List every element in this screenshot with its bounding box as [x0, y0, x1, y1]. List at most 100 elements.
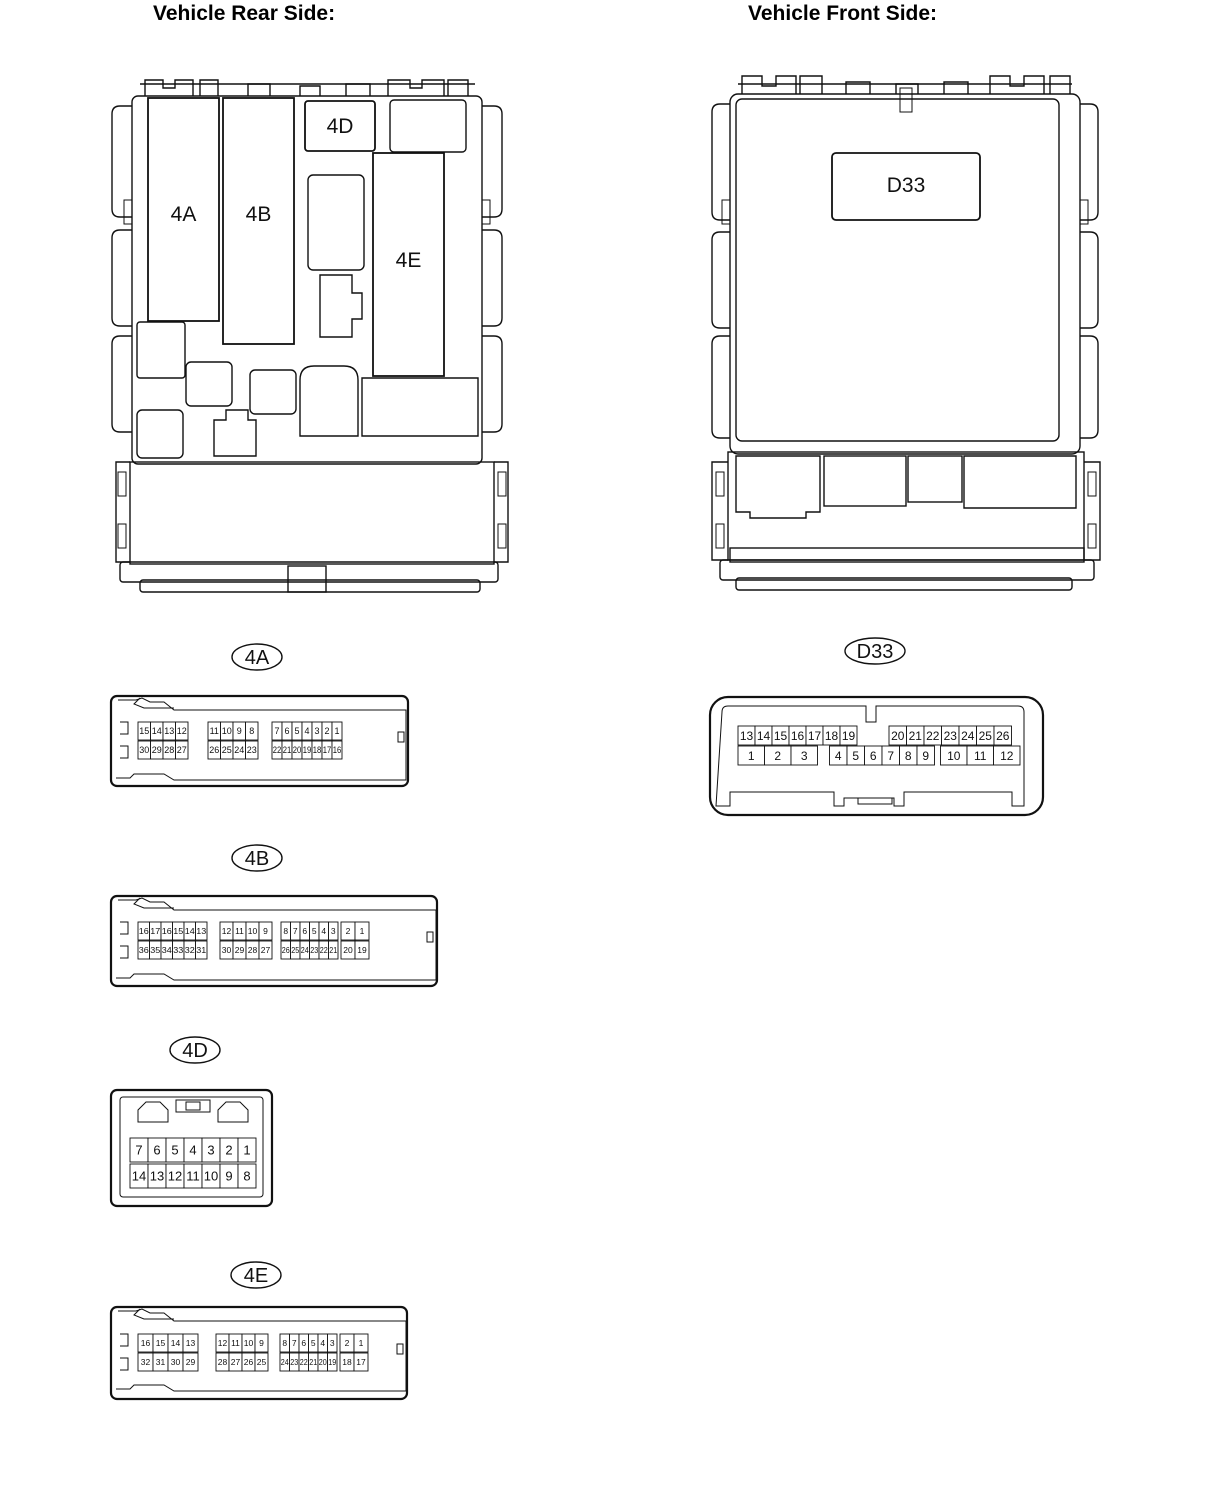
pin-number: 7	[293, 926, 298, 936]
pin-number: 24	[961, 729, 975, 743]
pin-cell	[331, 721, 343, 741]
pin-number: 25	[257, 1357, 267, 1367]
pin-cell	[354, 940, 370, 960]
pin-number: 17	[150, 926, 160, 936]
pin-number: 30	[222, 945, 232, 955]
rear-side-heading: Vehicle Rear Side:	[153, 2, 336, 25]
pin-number: 2	[324, 726, 329, 736]
pin-number: 17	[356, 1357, 366, 1367]
module-4D-label: 4D	[327, 115, 354, 138]
pin-number: 27	[231, 1357, 241, 1367]
pin-cell	[328, 921, 339, 941]
pin-number: 22	[300, 1357, 308, 1367]
pin-number: 25	[291, 945, 299, 955]
pin-number: 26	[282, 945, 290, 955]
pin-number: 16	[141, 1338, 151, 1348]
pin-number: 20	[319, 1357, 327, 1367]
pin-number: 12	[1000, 749, 1014, 763]
pin-number: 26	[209, 745, 219, 755]
pin-number: 18	[825, 729, 839, 743]
pin-number: 17	[808, 729, 822, 743]
pin-number: 10	[222, 726, 232, 736]
pin-number: 8	[283, 926, 288, 936]
pin-cell	[354, 921, 370, 941]
pin-number: 13	[150, 1169, 164, 1184]
pin-number: 5	[171, 1143, 178, 1158]
pin-number: 28	[248, 945, 258, 955]
pin-number: 21	[329, 945, 337, 955]
pin-number: 21	[309, 1357, 317, 1367]
pin-number: 30	[171, 1357, 181, 1367]
pin-number: 21	[283, 745, 292, 755]
pin-number: 9	[237, 726, 242, 736]
module-4B-label: 4B	[246, 203, 272, 226]
pin-cell	[993, 725, 1012, 746]
pin-cell	[182, 1352, 199, 1372]
pin-number: 23	[247, 745, 257, 755]
pin-number: 8	[249, 726, 254, 736]
pin-number: 6	[153, 1143, 160, 1158]
pin-cell	[175, 721, 189, 741]
pin-number: 25	[979, 729, 993, 743]
pin-number: 16	[791, 729, 805, 743]
pin-number: 24	[281, 1357, 289, 1367]
pin-number: 16	[139, 926, 149, 936]
pin-number: 12	[222, 926, 232, 936]
pin-cell	[790, 745, 818, 766]
pin-number: 19	[357, 945, 367, 955]
pin-cell	[237, 1137, 257, 1163]
module-4E-label: 4E	[396, 249, 422, 272]
pin-number: 22	[273, 745, 282, 755]
pin-number: 19	[303, 745, 312, 755]
pin-number: 36	[139, 945, 149, 955]
pin-number: 26	[996, 729, 1010, 743]
pin-number: 9	[225, 1169, 232, 1184]
pin-number: 1	[243, 1143, 250, 1158]
pin-cell	[328, 940, 339, 960]
pin-number: 33	[173, 945, 183, 955]
pin-number: 9	[922, 749, 929, 763]
pin-number: 11	[235, 926, 244, 936]
pin-cell	[353, 1333, 369, 1353]
pin-number: 2	[346, 926, 351, 936]
pin-number: 13	[196, 926, 206, 936]
pin-cell	[254, 1333, 269, 1353]
pin-number: 14	[171, 1338, 181, 1348]
module-4A-label: 4A	[171, 203, 197, 226]
pin-number: 10	[947, 749, 961, 763]
pin-number: 1	[359, 1338, 364, 1348]
pin-number: 10	[244, 1338, 254, 1348]
pin-number: 11	[231, 1338, 240, 1348]
pin-number: 1	[748, 749, 755, 763]
pin-cell	[327, 1352, 338, 1372]
pin-number: 14	[185, 926, 195, 936]
pin-number: 30	[139, 745, 149, 755]
pin-number: 7	[274, 726, 279, 736]
pin-number: 34	[162, 945, 172, 955]
connector-4E-tag: 4E	[230, 1261, 282, 1289]
pin-number: 11	[186, 1169, 200, 1184]
pin-number: 32	[141, 1357, 151, 1367]
pin-number: 3	[207, 1143, 214, 1158]
pin-number: 4	[835, 749, 842, 763]
pin-number: 29	[152, 745, 162, 755]
pin-number: 3	[331, 926, 336, 936]
svg-text:4A: 4A	[245, 647, 270, 669]
pin-number: 29	[186, 1357, 196, 1367]
connector-4D-tag: 4D	[169, 1036, 221, 1064]
pin-number: 13	[186, 1338, 196, 1348]
pin-cell	[993, 745, 1021, 766]
pin-number: 23	[944, 729, 958, 743]
svg-text:4E: 4E	[244, 1265, 268, 1287]
pin-number: 20	[293, 745, 302, 755]
pin-number: 35	[150, 945, 160, 955]
pin-cell	[195, 921, 208, 941]
pin-number: 3	[330, 1338, 335, 1348]
pin-number: 14	[132, 1169, 146, 1184]
pin-number: 27	[177, 745, 187, 755]
pin-number: 28	[164, 745, 174, 755]
pin-number: 12	[218, 1338, 228, 1348]
pin-number: 6	[870, 749, 877, 763]
